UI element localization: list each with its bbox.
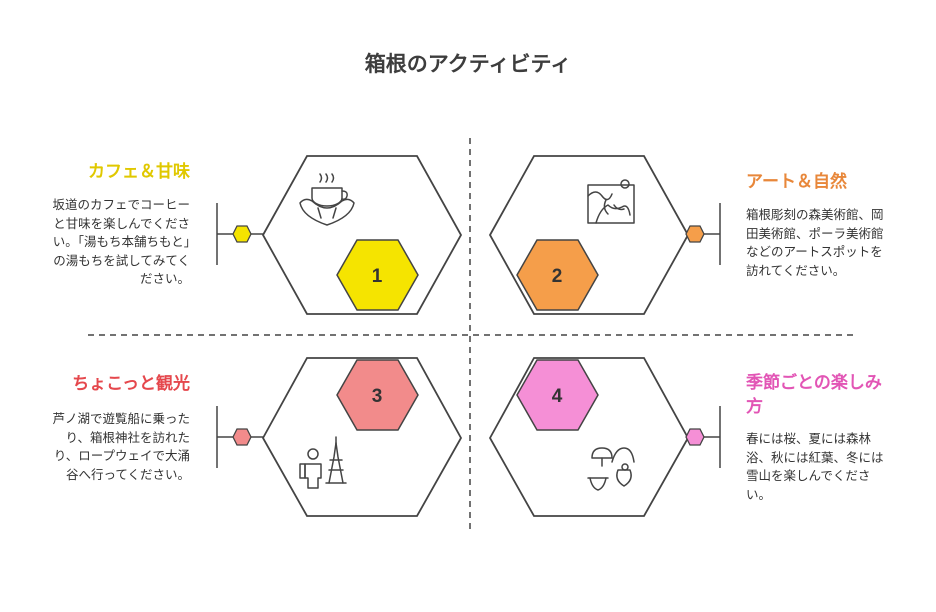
connector-marker-2 [685,225,705,243]
landscape-art-icon [587,179,635,224]
connector-marker-1 [232,225,252,243]
heading-cafe-sweets: カフェ＆甘味 [88,162,190,182]
description-cafe-sweets: 坂道のカフェでコーヒーと甘味を楽しんでください。「湯もち本舗ちもと」の湯もちを試… [52,197,190,286]
coffee-croissant-icon [299,173,355,226]
description-sightseeing: 芦ノ湖で遊覧船に乗ったり、箱根神社を訪れたり、ロープウェイで大涌谷へ行ってくださ… [52,411,190,482]
number-hexagon-1 [336,239,419,311]
connector-marker-4 [685,428,705,446]
number-hexagon-2 [516,239,599,311]
seasonal-scenery-icon [587,447,635,491]
number-label-1: 1 [372,266,383,287]
connector-1 [216,203,263,265]
heading-art-nature: アート＆自然 [746,172,847,192]
number-label-4: 4 [552,386,563,407]
number-label-3: 3 [372,386,383,407]
connector-marker-3 [232,428,252,446]
connector-4 [704,406,721,468]
description-art-nature: 箱根彫刻の森美術館、岡田美術館、ポーラ美術館などのアートスポットを訪れてください… [746,207,884,278]
heading-sightseeing: ちょこっと観光 [72,374,190,394]
number-hexagon-4 [516,359,599,431]
number-hexagon-3 [336,359,419,431]
connector-3 [216,406,263,468]
hiker-tower-icon [299,436,347,489]
description-seasonal: 春には桜、夏には森林浴、秋には紅葉、冬には雪山を楽しんでください。 [746,431,884,502]
heading-seasonal: 季節ごとの楽しみ方 [746,373,882,417]
number-label-2: 2 [552,266,563,287]
page-title: 箱根のアクティビティ [364,52,572,76]
